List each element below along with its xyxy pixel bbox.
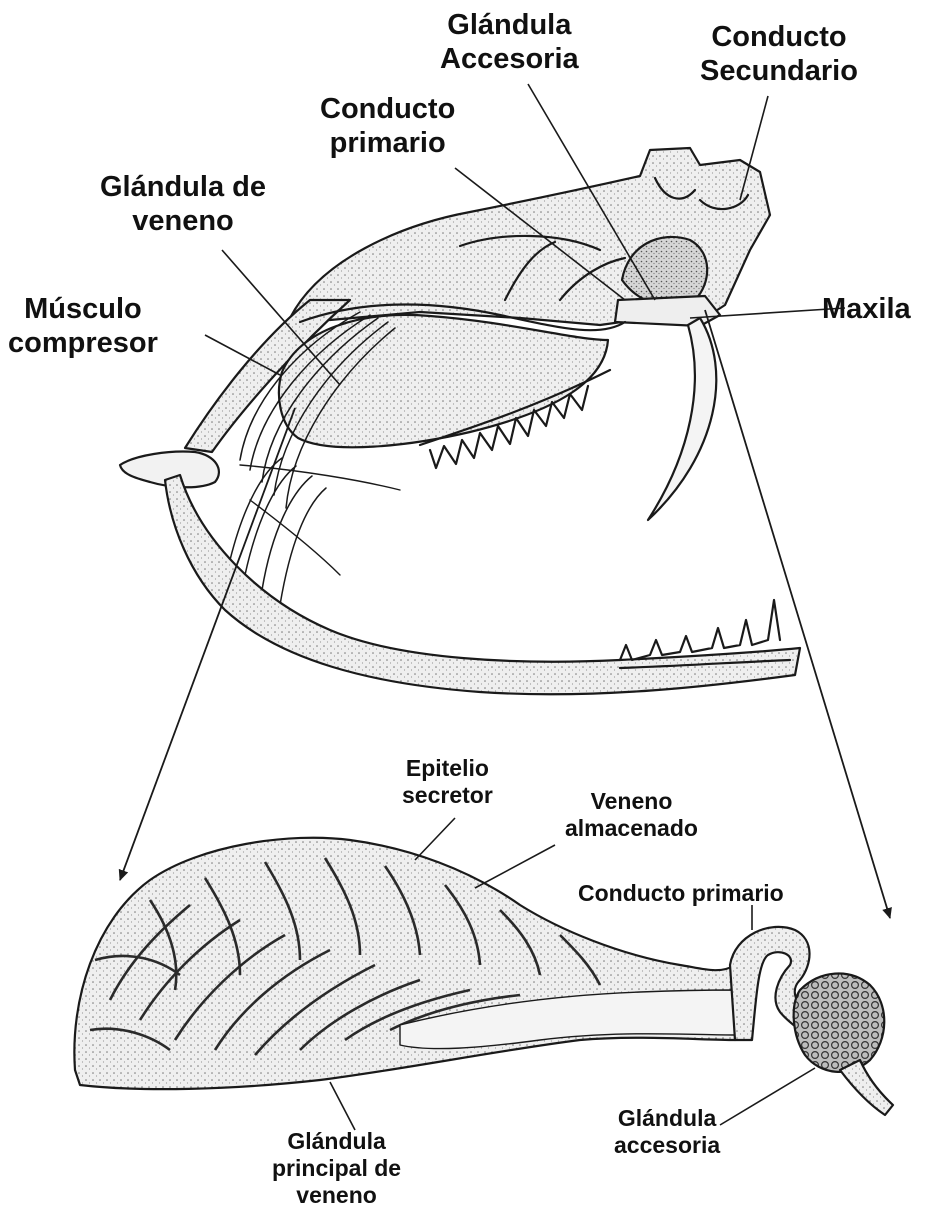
leader-epitelio-secretor <box>415 818 455 860</box>
skull-venom-gland <box>279 315 608 447</box>
label-glandula-accesoria-bottom: Glándula accesoria <box>614 1105 720 1159</box>
secondary-duct-outlet <box>840 1060 893 1115</box>
skull-maxilla-bone <box>615 296 720 326</box>
accessory-gland-mesh <box>794 974 885 1072</box>
arrow-right <box>705 310 890 918</box>
skull-fang <box>648 318 716 520</box>
label-conducto-primario-bottom: Conducto primario <box>578 880 784 907</box>
label-glandula-principal-de-veneno: Glándula principal de veneno <box>272 1128 401 1209</box>
label-musculo-compresor: Músculo compresor <box>8 292 158 360</box>
leader-veneno-almacenado <box>475 845 555 888</box>
label-veneno-almacenado: Veneno almacenado <box>565 788 698 842</box>
label-conducto-primario-top: Conducto primario <box>320 92 455 160</box>
label-conducto-secundario: Conducto Secundario <box>700 20 858 88</box>
label-glandula-de-veneno: Glándula de veneno <box>100 170 266 238</box>
label-glandula-accesoria-top: Glándula Accesoria <box>440 8 579 76</box>
leader-glandula-accesoria-bottom <box>720 1068 815 1125</box>
main-venom-gland-outline <box>74 838 735 1089</box>
label-maxila: Maxila <box>822 292 911 326</box>
leader-glandula-principal <box>330 1082 355 1130</box>
label-epitelio-secretor: Epitelio secretor <box>402 755 493 809</box>
